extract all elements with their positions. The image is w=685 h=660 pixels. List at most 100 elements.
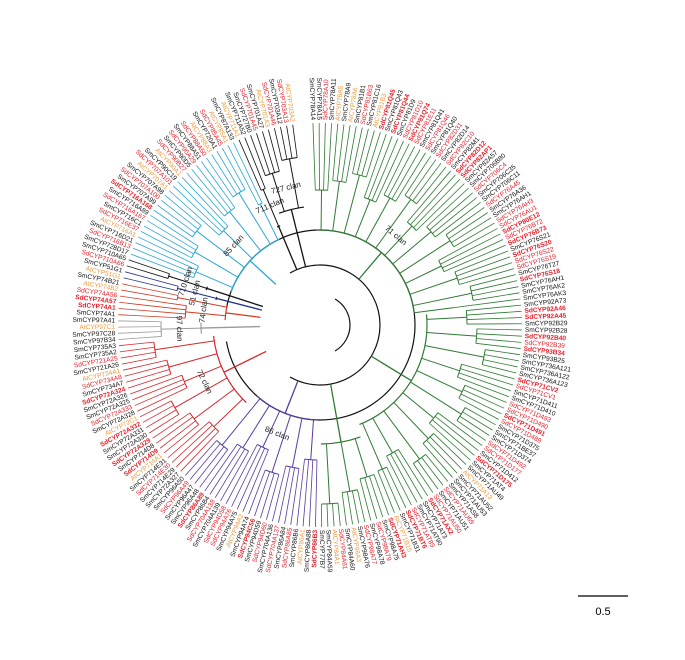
branch-line [140, 231, 192, 259]
branch-line [412, 292, 472, 307]
branch-line [262, 410, 281, 448]
branch-arc [189, 412, 200, 425]
branch-line [211, 154, 238, 195]
branch-line [121, 356, 157, 365]
branch-line [135, 242, 197, 271]
branch-line [354, 199, 371, 237]
tip-label: AtCYP84A1 [331, 529, 340, 565]
branch-arc [216, 440, 229, 450]
branch-line [343, 174, 360, 234]
branch-arc [181, 375, 188, 388]
branch-arc [193, 265, 199, 278]
branch-line [375, 140, 404, 203]
branch-line [196, 230, 245, 268]
branch-line [124, 364, 169, 377]
branch-arc [224, 305, 228, 321]
tip-label: SmCYP86B6 [289, 528, 300, 568]
branch-line [476, 333, 522, 337]
branch-line [149, 413, 180, 434]
clan-label: 72 clan [195, 368, 214, 395]
branch-line [327, 123, 332, 191]
branch-line [132, 379, 184, 401]
branch-line [426, 332, 477, 337]
branch-line [132, 247, 196, 275]
branch-line [118, 314, 186, 319]
branch-arc [192, 225, 202, 238]
branch-line [332, 123, 339, 181]
branch-line [371, 138, 399, 201]
branch-line [125, 271, 179, 287]
branch-line [370, 355, 412, 382]
branch-line [414, 307, 454, 314]
branch-arc [458, 385, 466, 399]
branch-line [191, 168, 229, 214]
clan-label: 74 clan [197, 297, 209, 324]
clan-label: 85 clan [222, 233, 246, 258]
branch-line [362, 423, 383, 470]
branch-line [421, 457, 444, 486]
branch-line [130, 253, 194, 278]
branch-line [286, 125, 293, 159]
branch-line [413, 178, 461, 228]
branch-line [206, 287, 264, 308]
branch-line [383, 143, 410, 196]
branch-line [163, 424, 199, 454]
branch-line [260, 472, 275, 519]
branch-line [432, 419, 475, 456]
branch-line [399, 240, 451, 274]
branch-line [466, 317, 522, 320]
branch-line [466, 304, 522, 311]
branch-line [457, 262, 513, 281]
branch-line [337, 503, 341, 527]
branch-line [457, 376, 509, 398]
branch-line [254, 471, 271, 517]
branch-line [171, 424, 213, 463]
branch-line [424, 345, 484, 358]
branch-line [469, 274, 516, 287]
scale-bar: 0.5 [578, 595, 628, 618]
branch-line [381, 468, 401, 511]
branch-line [238, 139, 262, 191]
tip-label: SdCYP92A45 [525, 313, 567, 322]
branch-arc [278, 206, 305, 214]
branch-line [445, 207, 485, 236]
branch-line [373, 474, 390, 516]
branch-line [476, 338, 522, 343]
tip-label: SdCYP78A10 [322, 79, 330, 120]
branch-line [213, 398, 244, 428]
tip-label: AtCYP78A5 [335, 85, 345, 121]
branch-line [460, 393, 502, 415]
branch-line [229, 211, 262, 252]
branch-arc [215, 296, 218, 301]
branch-arc [176, 286, 179, 291]
branch-line [223, 350, 267, 373]
branch-line [386, 466, 407, 509]
branch-arc [225, 229, 416, 421]
branch-line [437, 412, 483, 446]
branch-line [126, 265, 169, 279]
branch-line [462, 389, 505, 409]
scale-bar-label: 0.5 [595, 606, 610, 618]
branch-line [458, 397, 499, 420]
branch-line [271, 415, 292, 473]
branch-line [167, 421, 210, 459]
branch-line [332, 181, 340, 231]
branch-line [156, 416, 193, 444]
branch-line [261, 131, 276, 173]
branch-line [195, 271, 233, 289]
branch-line [471, 280, 518, 292]
branch-line [443, 244, 506, 273]
branch-line [186, 172, 225, 217]
branch-line [336, 124, 345, 182]
branch-line [429, 422, 471, 461]
branch-line [409, 277, 458, 295]
branch-line [462, 411, 493, 431]
branch-line [168, 275, 207, 289]
branch-line [220, 451, 249, 502]
branch-arc [465, 310, 468, 325]
branch-line [421, 357, 460, 372]
branch-line [138, 236, 199, 267]
branch-line [126, 369, 170, 383]
branch-arc [205, 286, 208, 291]
branch-line [196, 164, 232, 211]
